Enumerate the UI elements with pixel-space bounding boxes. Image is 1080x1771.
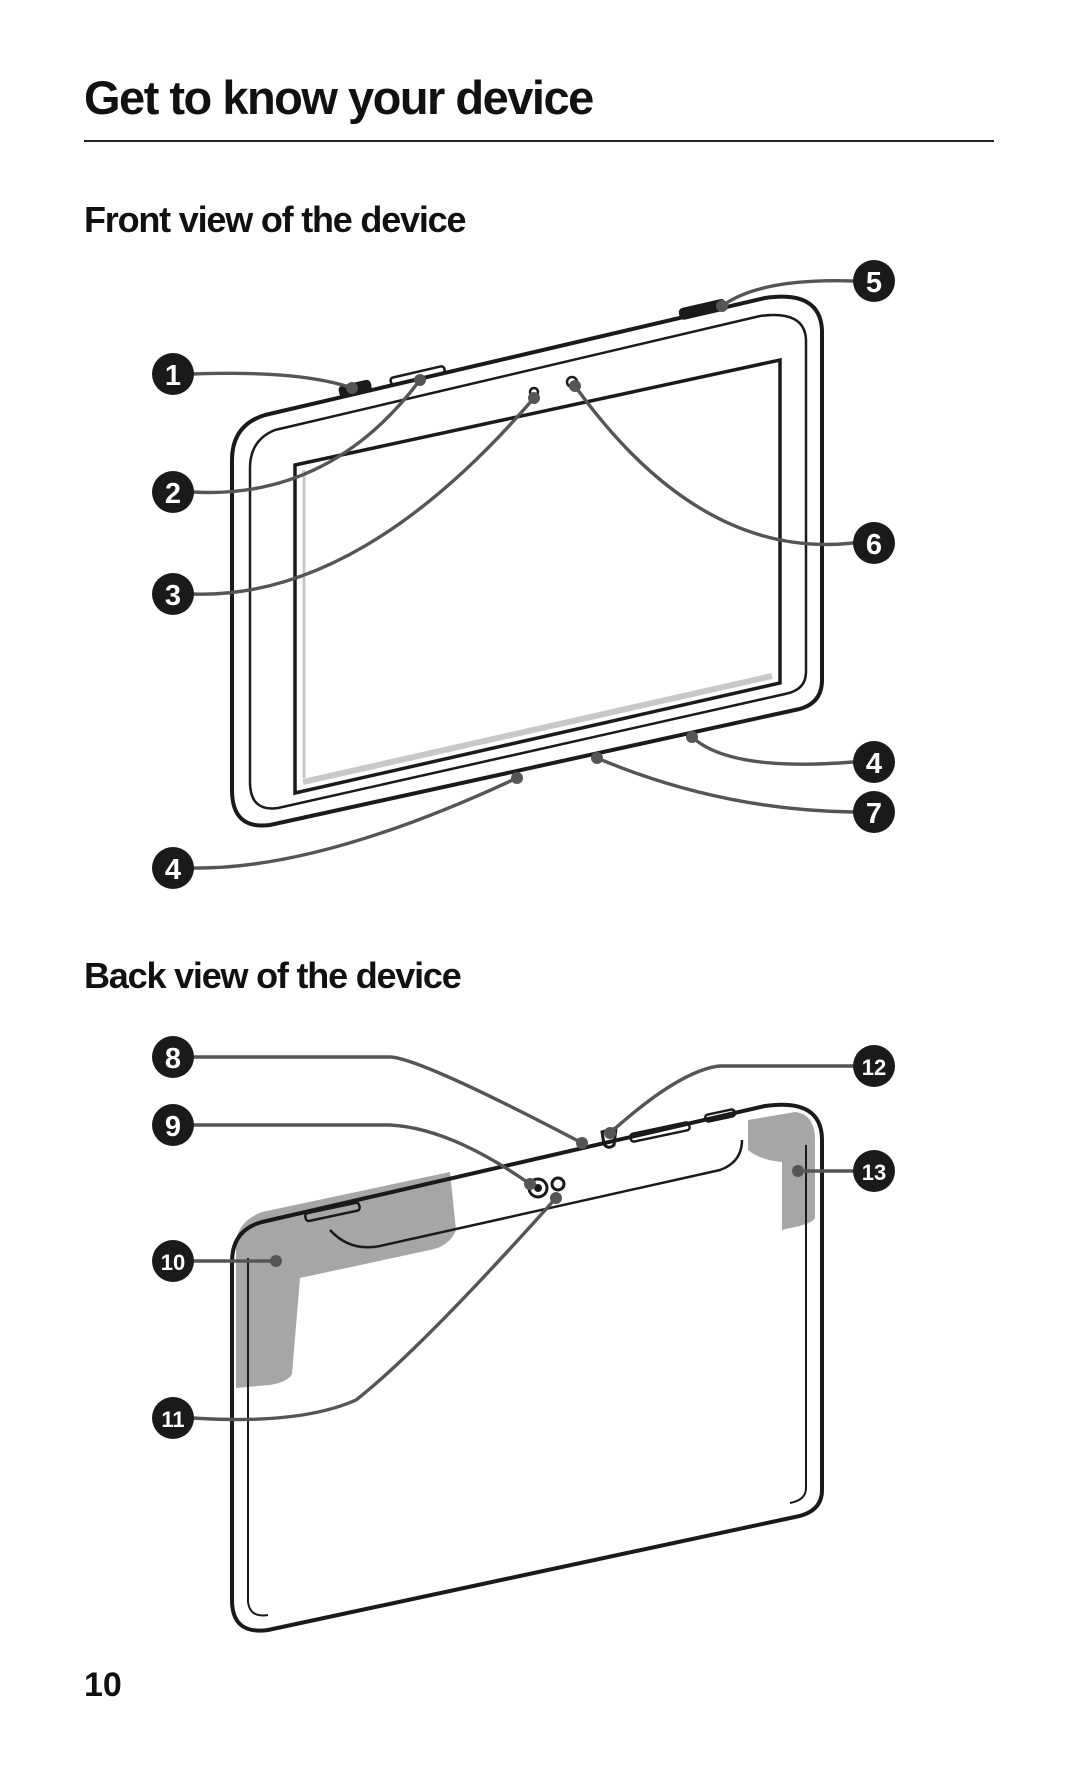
tablet-front-illustration [230,294,824,828]
page-title: Get to know your device [84,71,594,124]
svg-text:4: 4 [866,748,882,780]
back-view-figure: 8 9 10 11 12 13 [152,1036,895,1633]
svg-text:7: 7 [866,798,882,830]
svg-text:6: 6 [866,529,882,561]
svg-text:12: 12 [862,1055,886,1080]
back-view-heading: Back view of the device [84,955,462,996]
svg-text:8: 8 [165,1043,181,1075]
callout-13: 13 [853,1150,895,1192]
back-callouts: 8 9 10 11 12 13 [152,1036,895,1439]
tablet-back-illustration [230,1102,824,1633]
svg-text:4: 4 [165,854,181,886]
callout-2: 2 [152,471,194,513]
callout-7: 7 [853,791,895,833]
callout-11: 11 [152,1397,194,1439]
svg-text:1: 1 [165,360,181,392]
page-number: 10 [84,1666,122,1704]
svg-text:11: 11 [161,1407,184,1432]
antenna-areas [236,1112,815,1388]
title-divider [84,140,994,142]
svg-text:3: 3 [165,580,181,612]
callout-6: 6 [853,522,895,564]
callout-5: 5 [853,260,895,302]
svg-text:2: 2 [165,478,181,510]
svg-text:9: 9 [165,1111,181,1143]
callout-4-right: 4 [853,741,895,783]
callout-8: 8 [152,1036,194,1078]
front-view-heading: Front view of the device [84,199,466,240]
callout-10: 10 [152,1240,194,1282]
callout-3: 3 [152,573,194,615]
svg-text:5: 5 [866,267,882,299]
callout-12: 12 [853,1045,895,1087]
front-callouts: 1 2 3 4 5 6 4 7 [152,260,895,889]
svg-text:10: 10 [161,1250,185,1275]
callout-9: 9 [152,1104,194,1146]
front-view-figure: 1 2 3 4 5 6 4 7 [152,260,895,889]
callout-1: 1 [152,353,194,395]
svg-text:13: 13 [862,1160,886,1185]
callout-4-left: 4 [152,847,194,889]
